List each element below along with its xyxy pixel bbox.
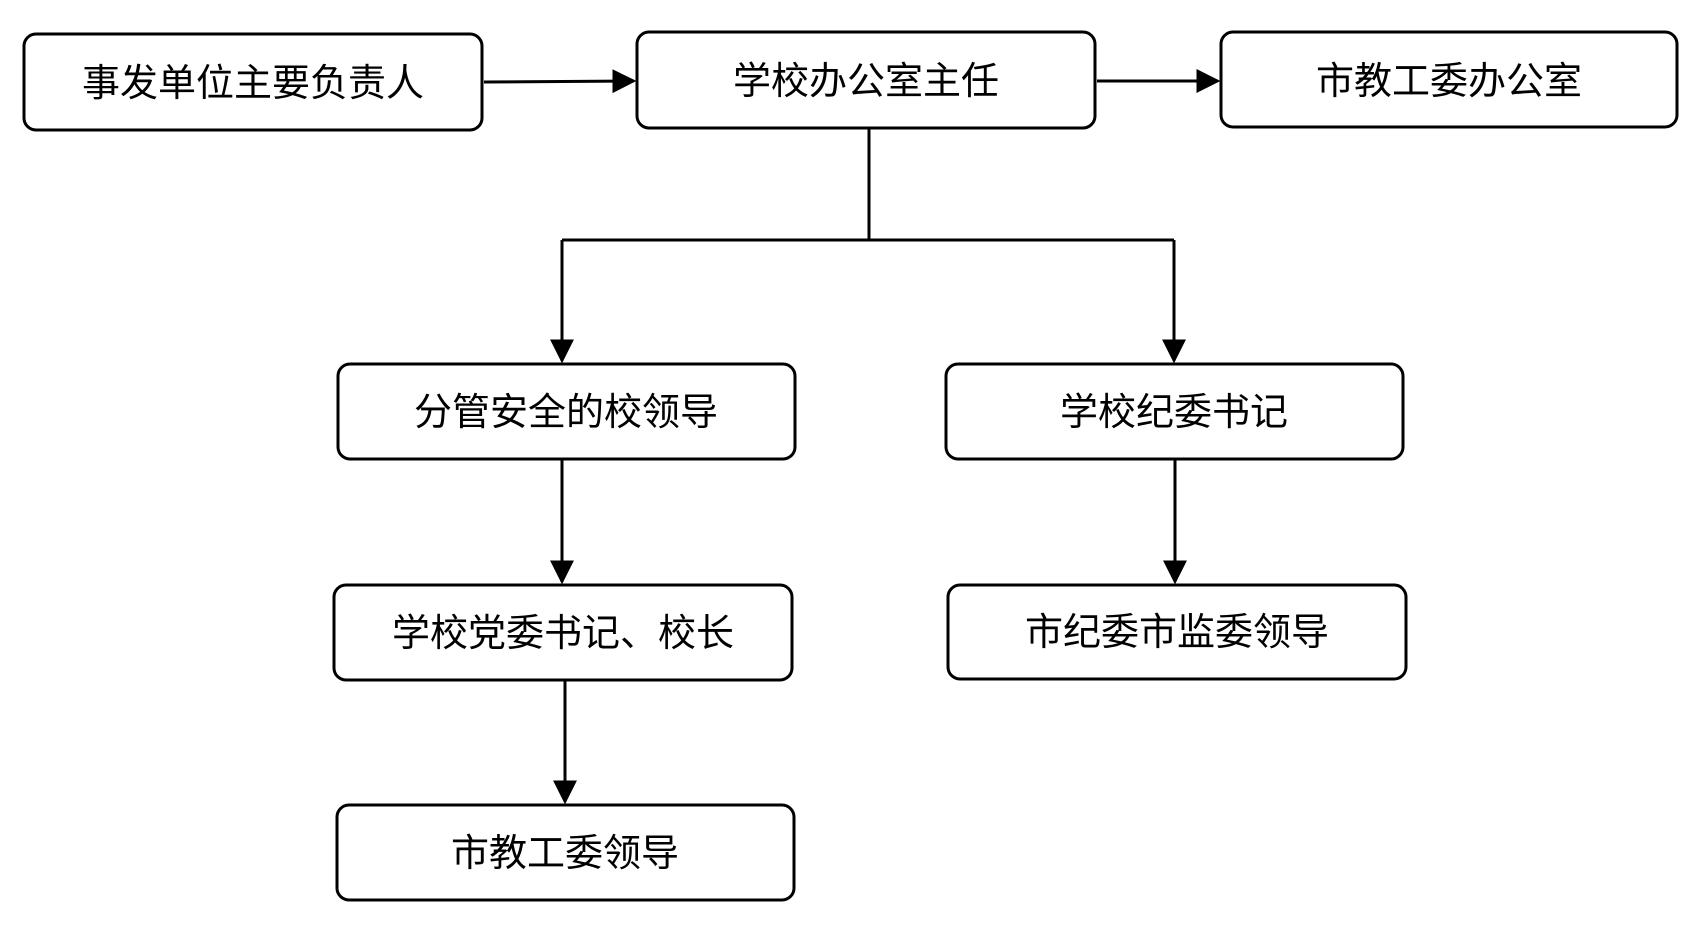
node-discipline-secretary: 学校纪委书记: [944, 362, 1405, 461]
node-label: 市教工委领导: [451, 831, 679, 875]
node-label: 市纪委市监委领导: [1025, 610, 1329, 654]
node-safety-leader: 分管安全的校领导: [336, 362, 797, 461]
node-municipal-office: 市教工委办公室: [1219, 30, 1679, 129]
node-office-director: 学校办公室主任: [635, 30, 1097, 130]
node-responsible: 事发单位主要负责人: [22, 32, 484, 132]
node-label: 分管安全的校领导: [414, 390, 718, 434]
node-label: 学校党委书记、校长: [392, 611, 734, 655]
node-municipal-committee: 市教工委领导: [335, 803, 796, 902]
arrow-responsible-to-office: [483, 69, 637, 94]
node-label: 事发单位主要负责人: [82, 61, 424, 105]
node-municipal-supervision: 市纪委市监委领导: [946, 583, 1408, 681]
node-party-secretary-principal: 学校党委书记、校长: [332, 583, 794, 682]
node-label: 学校办公室主任: [733, 59, 999, 103]
node-label: 学校纪委书记: [1060, 390, 1288, 434]
node-label: 市教工委办公室: [1316, 59, 1582, 103]
